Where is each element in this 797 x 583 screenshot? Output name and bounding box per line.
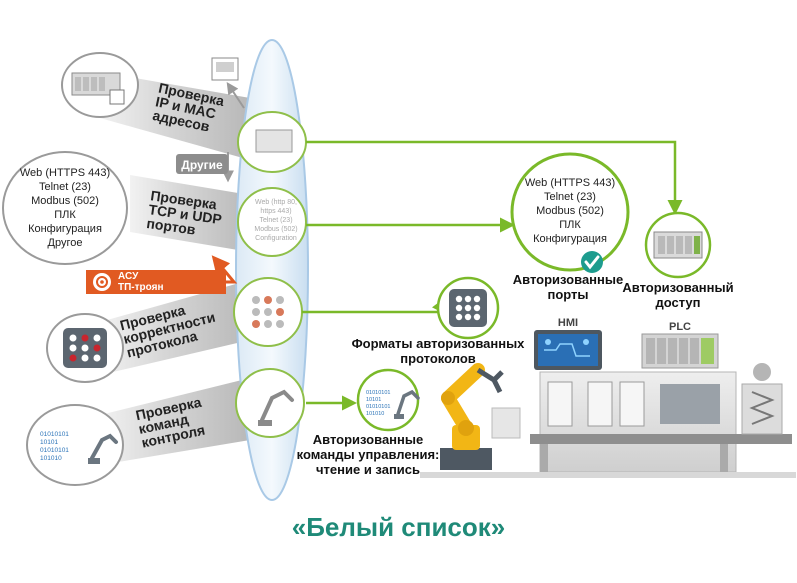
- list-item: 10101: [366, 397, 381, 403]
- ip-mac-check: ПроверкаIP и MACадресов: [61, 52, 226, 135]
- list-item: Telnet (23): [544, 191, 596, 203]
- text-line: порты: [547, 287, 588, 302]
- flow-ip-mac: [306, 140, 683, 215]
- plc-unit: PLC: [641, 321, 719, 369]
- list-item: 01010101: [366, 390, 390, 396]
- list-item: 01010101: [40, 447, 69, 454]
- whitelist-caption: «Белый список»: [291, 512, 506, 542]
- list-item: Конфигурация: [28, 223, 102, 235]
- text-line: Авторизованные: [313, 432, 423, 447]
- robot-arm-icon: [90, 433, 118, 460]
- lens-robot-icon: [260, 389, 294, 422]
- list-item: Web (HTTPS 443): [525, 177, 615, 189]
- text-line: команды управления:: [297, 447, 440, 462]
- list-item: Web (http 80,: [255, 199, 297, 206]
- conveyor: [530, 434, 792, 444]
- list-item: 10101: [40, 439, 58, 446]
- list-item: 01010101: [366, 404, 390, 410]
- industrial-robot: [440, 363, 521, 470]
- text-line: доступ: [655, 295, 700, 310]
- check-beams: [100, 72, 250, 465]
- authorized-ports: Web (HTTPS 443) Telnet (23) Modbus (502) ПЛ…: [510, 152, 630, 302]
- list-item: Modbus (502): [536, 205, 604, 217]
- other-blocked: Другие: [176, 57, 245, 183]
- text-line: ТП-троян: [118, 282, 163, 293]
- text-line: АСУ: [118, 271, 139, 282]
- list-item: Telnet (23): [259, 217, 292, 224]
- authorized-ports-list: Web (HTTPS 443) Telnet (23) Modbus (502) ПЛ…: [525, 177, 615, 245]
- list-item: Telnet (23): [39, 181, 91, 193]
- list-item: Конфигурация: [533, 233, 607, 245]
- lens-icons: Web (http 80, https 443) Telnet (23) Modbus…: [233, 111, 307, 438]
- list-item: Configuration: [255, 235, 297, 242]
- plc-label: PLC: [669, 321, 691, 333]
- lens-ports-list: Web (http 80, https 443) Telnet (23) Modbus…: [254, 199, 297, 242]
- hmi-panel: HMI: [534, 317, 602, 370]
- check-mark-icon: [581, 251, 603, 273]
- text-line: протоколов: [400, 351, 476, 366]
- hmi-label: HMI: [558, 317, 578, 329]
- device-icon: [109, 89, 125, 105]
- press-unit: [741, 363, 783, 435]
- text-line: Авторизованные: [513, 272, 623, 287]
- text-line: портов: [146, 215, 197, 238]
- robot-arm-icon-right: [396, 389, 420, 416]
- list-item: 101010: [366, 411, 384, 417]
- list-item: ПЛК: [54, 209, 76, 221]
- list-item: Modbus (502): [31, 195, 99, 207]
- list-item: https 443): [260, 208, 291, 215]
- lens-server-icon: [255, 129, 293, 153]
- other-tag: [176, 154, 228, 174]
- list-item: 101010: [40, 455, 62, 462]
- list-item: 01010101: [40, 431, 69, 438]
- list-item: ПЛК: [559, 219, 581, 231]
- flow-protocol: [302, 297, 446, 315]
- text-line: Форматы авторизованных: [352, 336, 526, 351]
- check-label-tcp-udp: ПроверкаTCP и UDPпортов: [146, 187, 225, 241]
- tcp-udp-check: Web (HTTPS 443) Telnet (23) Modbus (502) ПЛ…: [2, 151, 225, 265]
- other-tag-label: Другие: [181, 158, 223, 172]
- list-item: Web (HTTPS 443): [20, 167, 110, 179]
- factory-scene: HMI PLC: [420, 317, 796, 478]
- text-line: Авторизованный: [622, 280, 733, 295]
- ports-list: Web (HTTPS 443) Telnet (23) Modbus (502) ПЛ…: [20, 167, 110, 249]
- text-line: чтение и запись: [316, 462, 420, 477]
- lens-protocol-icon: [252, 296, 284, 328]
- list-item: Modbus (502): [254, 226, 297, 233]
- list-item: Другое: [48, 237, 83, 249]
